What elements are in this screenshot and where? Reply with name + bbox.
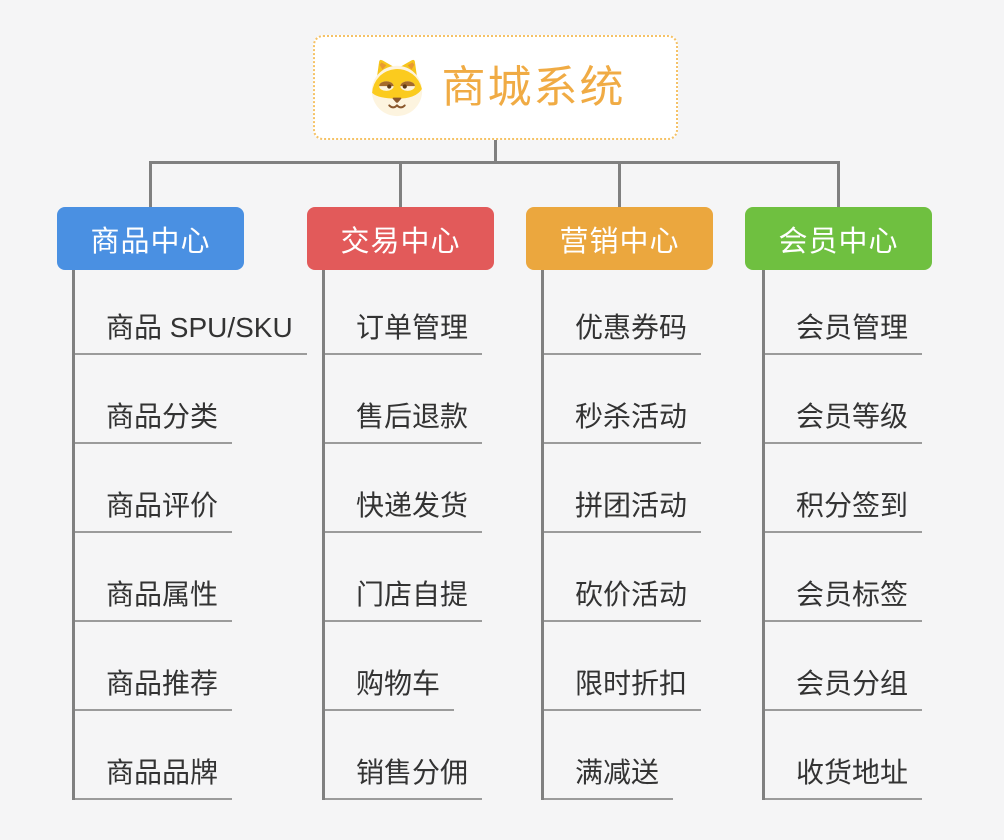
leaf-item[interactable]: 限时折扣 <box>544 668 702 711</box>
leaf-item[interactable]: 优惠券码 <box>544 312 702 355</box>
root-node[interactable]: 商城系统 <box>313 35 678 140</box>
leaf-item[interactable]: 商品 SPU/SKU <box>75 312 307 355</box>
branch-box-member[interactable]: 会员中心 <box>745 207 932 270</box>
leaf-item[interactable]: 积分签到 <box>765 490 923 533</box>
branch-label: 营销中心 <box>559 225 680 258</box>
connector-drop-trade <box>399 161 402 208</box>
leaf-item[interactable]: 商品品牌 <box>75 757 233 800</box>
branch-box-trade[interactable]: 交易中心 <box>307 207 494 270</box>
root-title: 商城系统 <box>441 62 626 112</box>
leaf-item[interactable]: 订单管理 <box>325 312 483 355</box>
branch-column-trade: 订单管理 售后退款 快递发货 门店自提 购物车 销售分佣 <box>322 270 483 800</box>
leaf-item[interactable]: 门店自提 <box>325 579 483 622</box>
leaf-item[interactable]: 秒杀活动 <box>544 401 702 444</box>
leaf-item[interactable]: 商品推荐 <box>75 668 233 711</box>
leaf-item[interactable]: 商品属性 <box>75 579 233 622</box>
branch-box-product[interactable]: 商品中心 <box>57 207 244 270</box>
leaf-item[interactable]: 满减送 <box>544 757 674 800</box>
branch-column-member: 会员管理 会员等级 积分签到 会员标签 会员分组 收货地址 <box>762 270 923 800</box>
branch-column-product: 商品 SPU/SKU 商品分类 商品评价 商品属性 商品推荐 商品品牌 <box>72 270 307 800</box>
leaf-item[interactable]: 会员标签 <box>765 579 923 622</box>
leaf-item[interactable]: 会员管理 <box>765 312 923 355</box>
leaf-item[interactable]: 砍价活动 <box>544 579 702 622</box>
leaf-item[interactable]: 商品评价 <box>75 490 233 533</box>
leaf-item[interactable]: 收货地址 <box>765 757 923 800</box>
leaf-item[interactable]: 购物车 <box>325 668 455 711</box>
leaf-item[interactable]: 售后退款 <box>325 401 483 444</box>
shiba-dog-icon <box>366 58 428 118</box>
leaf-item[interactable]: 快递发货 <box>325 490 483 533</box>
branch-column-marketing: 优惠券码 秒杀活动 拼团活动 砍价活动 限时折扣 满减送 <box>541 270 702 800</box>
leaf-item[interactable]: 商品分类 <box>75 401 233 444</box>
branch-label: 交易中心 <box>340 225 461 258</box>
leaf-item[interactable]: 会员等级 <box>765 401 923 444</box>
leaf-item[interactable]: 会员分组 <box>765 668 923 711</box>
branch-box-marketing[interactable]: 营销中心 <box>526 207 713 270</box>
connector-root-stub <box>494 140 497 163</box>
leaf-item[interactable]: 销售分佣 <box>325 757 483 800</box>
connector-drop-member <box>837 161 840 208</box>
branch-label: 商品中心 <box>90 225 211 258</box>
connector-drop-product <box>149 161 152 208</box>
leaf-item[interactable]: 拼团活动 <box>544 490 702 533</box>
connector-bus <box>149 161 840 164</box>
connector-drop-marketing <box>618 161 621 208</box>
branch-label: 会员中心 <box>778 225 899 258</box>
